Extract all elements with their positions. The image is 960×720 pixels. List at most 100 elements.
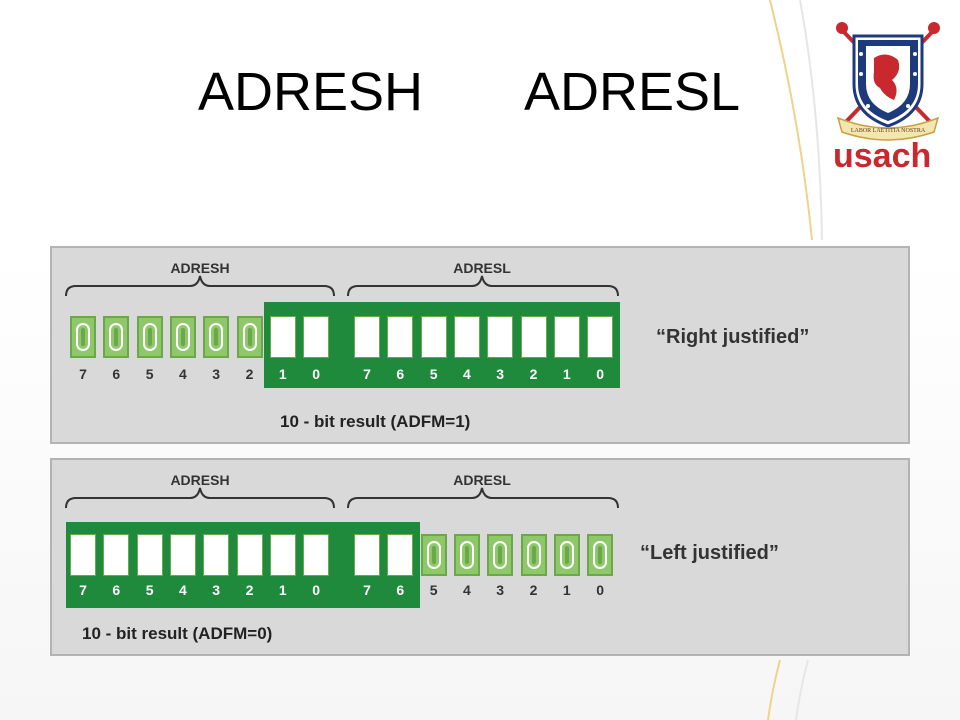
adresh-bit-4-number: 4 [178,366,187,382]
zero-value-inner [214,328,219,346]
adresh-bit-6-number: 6 [112,366,121,382]
zero-value-inner [464,546,469,564]
adresh-bit-4-cell [169,534,196,576]
zero-value-glyph [493,541,508,569]
adresh-bit-3-number: 3 [212,366,221,382]
zero-value-inner [531,546,536,564]
adresl-bit-5-cell [420,534,447,576]
adresh-bit-6-cell [103,534,130,576]
adresh-bit-2-number: 2 [245,366,254,382]
adresl-bit-0-number: 0 [596,582,604,598]
adresh-bit-6-number: 6 [112,582,121,598]
zero-value-glyph [209,323,224,351]
adresh-label: ADRESH [170,472,230,488]
adresh-bit-0-number: 0 [312,582,320,598]
adresl-bit-0-cell [587,534,614,576]
title-adresl: ADRESL [524,62,741,122]
zero-value-inner [598,546,603,564]
zero-value-inner [81,328,85,346]
adresl-bit-4-number: 4 [462,366,471,382]
adresl-bit-2-number: 2 [529,366,538,382]
adresl-bit-6-number: 6 [396,366,405,382]
svg-text:LABOR LAETITIA NOSTRA: LABOR LAETITIA NOSTRA [851,128,926,134]
adresl-bit-3-cell [487,534,514,576]
adresh-bit-5-cell [136,316,163,358]
adresh-bit-1-cell [269,316,296,358]
adresl-bit-5-number: 5 [429,366,438,382]
zero-value-inner [247,328,252,346]
zero-value-glyph [593,541,608,569]
zero-value-inner [564,546,569,564]
justify-label: “Right justified” [656,326,810,348]
adresh-bit-5-number: 5 [145,366,154,382]
adresh-bit-1-cell [269,534,296,576]
adresh-bit-3-cell [203,316,230,358]
adresh-bit-7-cell [70,534,96,576]
right-justified-panel: ADRESH ADRESL 10 - bit result (ADFM=1) “… [50,246,910,444]
justify-label: “Left justified” [640,542,779,564]
adresh-bit-0-cell [303,534,330,576]
adresh-bit-2-number: 2 [245,582,254,598]
adresh-bit-4-cell [169,316,196,358]
zero-value-inner [114,328,119,346]
adresh-bit-3-cell [203,534,230,576]
zero-value-glyph [175,323,190,351]
title-adresh: ADRESH [198,62,424,122]
result-caption: 10 - bit result (ADFM=0) [82,624,273,643]
adresl-bit-3-number: 3 [496,366,505,382]
adresl-bit-1-cell [553,316,580,358]
adresl-bit-5-number: 5 [429,582,438,598]
adresh-bit-1-number: 1 [278,366,287,382]
adresh-bit-0-cell [303,316,330,358]
adresh-bit-1-number: 1 [278,582,287,598]
adresl-bit-6-cell [387,534,414,576]
university-logo: LABOR LAETITIA NOSTRA [836,22,940,141]
adresl-bit-1-number: 1 [562,366,571,382]
zero-value-glyph [459,541,474,569]
adresl-label: ADRESL [453,260,511,276]
adresl-label: ADRESL [453,472,511,488]
adresl-bit-0-cell [587,316,614,358]
adresl-bit-1-number: 1 [562,582,571,598]
adresl-bit-2-number: 2 [529,582,538,598]
adresl-bit-2-cell [520,316,547,358]
adresl-bit-5-cell [420,316,447,358]
adresh-label: ADRESH [170,260,230,276]
zero-value-inner [180,328,185,346]
adresl-bit-4-number: 4 [462,582,471,598]
adresl-bit-3-number: 3 [496,582,505,598]
slide-title: ADRESH ADRESL [0,60,960,124]
adresh-bit-5-number: 5 [145,582,154,598]
adresl-bit-7-number: 7 [363,582,371,598]
adresh-bit-7-number: 7 [79,366,87,382]
adresl-bit-6-cell [387,316,414,358]
adresl-bit-1-cell [553,534,580,576]
zero-value-glyph [526,541,541,569]
zero-value-glyph [559,541,574,569]
adresl-bit-3-cell [487,316,514,358]
adresl-bit-4-cell [453,534,480,576]
adresh-bit-6-cell [103,316,130,358]
zero-value-glyph [142,323,157,351]
zero-value-glyph [242,323,257,351]
zero-value-inner [431,546,436,564]
adresh-bit-4-number: 4 [178,582,187,598]
adresl-bit-7-number: 7 [363,366,371,382]
register-braces [65,487,619,509]
result-caption: 10 - bit result (ADFM=1) [280,412,471,431]
adresh-bit-7-number: 7 [79,582,87,598]
adresl-bit-2-cell [520,534,547,576]
adresl-bit-7-cell [354,534,380,576]
adresl-bit-4-cell [453,316,480,358]
adresl-bit-0-number: 0 [596,366,604,382]
zero-value-inner [498,546,503,564]
logo-wordmark: usach [833,137,932,175]
register-braces [65,275,619,297]
crest-emblem: LABOR LAETITIA NOSTRA [836,22,940,141]
zero-value-glyph [109,323,124,351]
zero-value-glyph [426,541,441,569]
adresh-bit-7-cell [70,316,96,358]
adresl-bit-7-cell [354,316,380,358]
zero-value-glyph [76,323,90,351]
